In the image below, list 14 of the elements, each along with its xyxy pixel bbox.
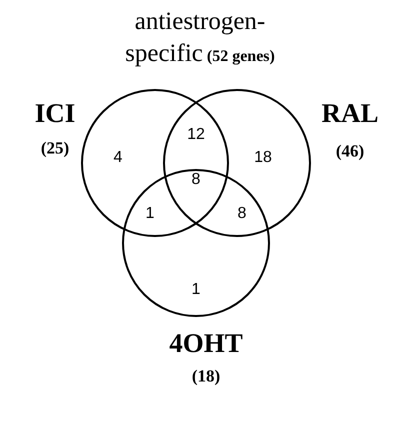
set-name: 4OHT: [169, 326, 243, 360]
region-count: 12: [187, 125, 205, 145]
region-count: 1: [192, 280, 200, 300]
set-count: (18): [192, 365, 220, 388]
region-count: 8: [192, 170, 200, 190]
set-name: RAL: [322, 96, 378, 130]
region-count: 4: [114, 148, 122, 168]
set-name: ICI: [34, 96, 76, 130]
title: antiestrogen-specific (52 genes): [124, 7, 276, 69]
set-count: (46): [336, 140, 364, 162]
region-count: 8: [238, 204, 246, 224]
region-count: 1: [146, 204, 154, 224]
set-count: (25): [40, 137, 70, 160]
region-count: 18: [254, 148, 272, 168]
